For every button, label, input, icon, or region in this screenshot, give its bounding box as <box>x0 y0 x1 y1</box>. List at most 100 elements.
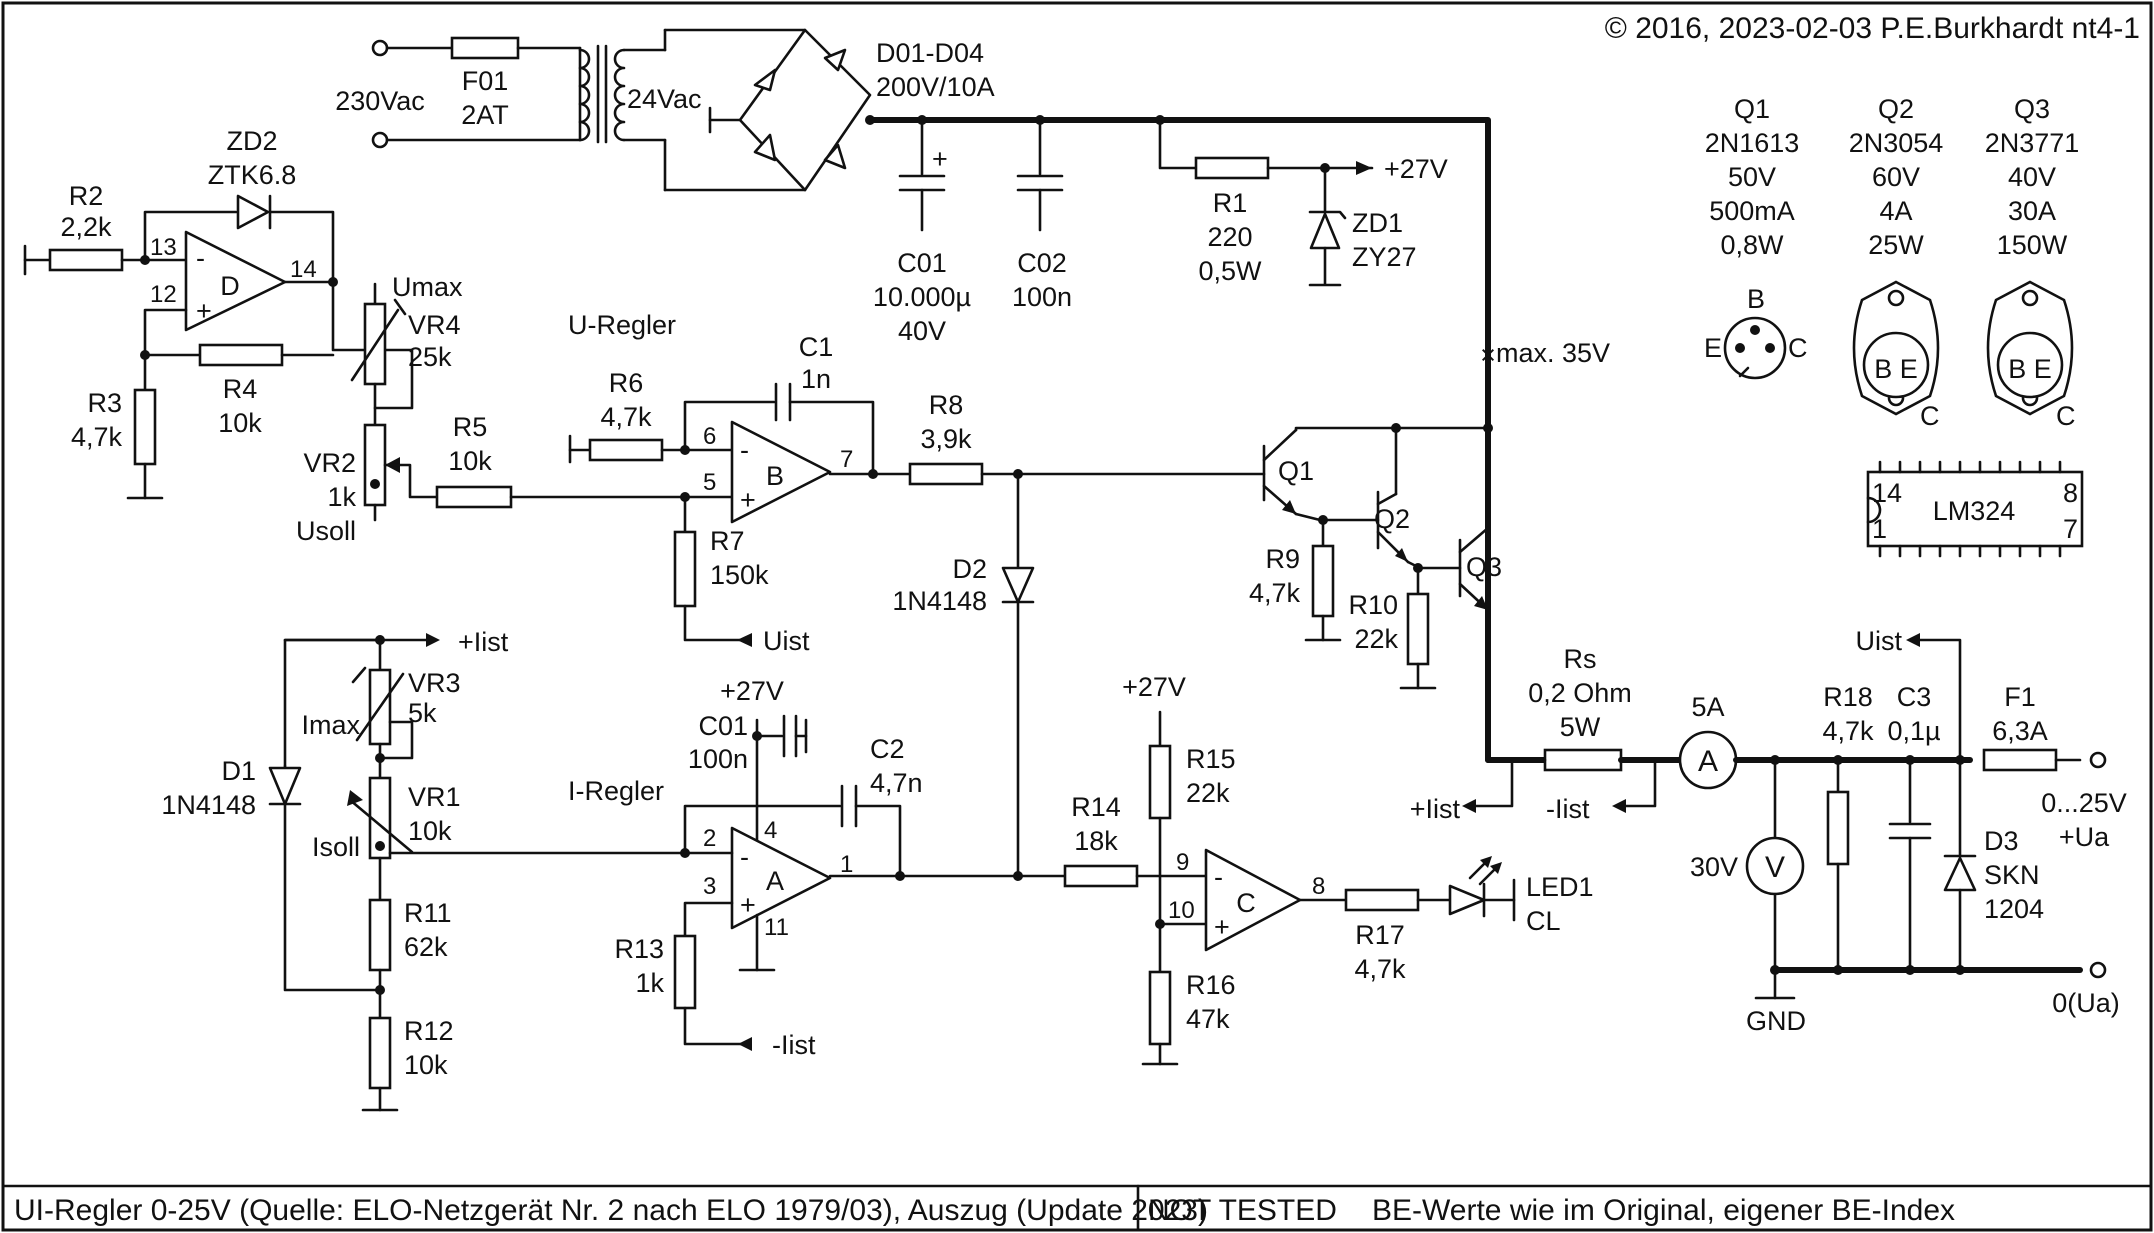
q3-symbol-label: Q3 <box>1466 552 1502 582</box>
d1-name: D1 <box>221 756 256 786</box>
i-regler-title: I-Regler <box>568 776 664 806</box>
ammeter-range: 5A <box>1691 692 1724 722</box>
ic-pin1: 1 <box>1872 514 1887 544</box>
c3-value: 0,1µ <box>1887 716 1940 746</box>
max-voltage-label: max. 35V <box>1496 338 1610 368</box>
r2-value: 2,2k <box>60 212 112 242</box>
r8-name: R8 <box>929 390 964 420</box>
q1-power: 0,8W <box>1720 230 1784 260</box>
svg-text:+: + <box>196 296 212 326</box>
opamp-d-section: -+ D 13 12 14 R2 2,2k ZD2 ZTK6.8 R3 4,7k… <box>23 126 463 546</box>
pin-e-label: E <box>1704 333 1722 363</box>
opamp-a <box>730 826 832 930</box>
r13-name: R13 <box>614 934 664 964</box>
f1-name: F1 <box>2004 682 2036 712</box>
r5-name: R5 <box>453 412 488 442</box>
ammeter-symbol: A <box>1698 745 1718 778</box>
capacitor-c01: + C01 10.000µ 40V <box>873 118 971 346</box>
d3-value2: 1204 <box>1984 894 2044 924</box>
svg-text:-: - <box>1214 862 1223 892</box>
resistor-r2 <box>48 248 124 272</box>
r1-name: R1 <box>1213 188 1248 218</box>
q2-power: 25W <box>1868 230 1924 260</box>
vr1-value: 10k <box>408 816 452 846</box>
ic-pin8: 8 <box>2063 478 2078 508</box>
pin-b-label: B <box>1747 284 1765 314</box>
zd2-value: ZTK6.8 <box>208 160 297 190</box>
c01-name: C01 <box>897 248 947 278</box>
r7-name: R7 <box>710 526 745 556</box>
output-zero-label: 0(Ua) <box>2052 988 2120 1018</box>
svg-text:+: + <box>740 485 756 515</box>
pin3: 3 <box>703 873 716 900</box>
rs-name: Rs <box>1564 644 1597 674</box>
resistor-r15 <box>1148 744 1172 820</box>
c1-value: 1n <box>801 364 831 394</box>
resistor-r4 <box>198 343 284 367</box>
pin11: 11 <box>764 914 789 941</box>
resistor-rs <box>1543 748 1623 772</box>
zd1-name: ZD1 <box>1352 208 1403 238</box>
output-range: 0...25V <box>2041 788 2127 818</box>
vr3-value: 5k <box>408 698 437 728</box>
pin12: 12 <box>150 281 177 308</box>
c3-name: C3 <box>1897 682 1932 712</box>
usoll-label: Usoll <box>296 516 356 546</box>
r18-value: 4,7k <box>1822 716 1874 746</box>
opamp-d <box>184 230 287 332</box>
q3-type: 2N3771 <box>1985 128 2080 158</box>
ic-pin7: 7 <box>2063 514 2078 544</box>
vr4-value: 25k <box>408 342 452 372</box>
vr2-value: 1k <box>327 482 356 512</box>
f01-value: 2AT <box>461 100 509 130</box>
resistor-r10 <box>1406 592 1430 666</box>
pinout-to3-q3: B E C <box>1986 280 2076 431</box>
d2-value: 1N4148 <box>892 586 987 616</box>
q1-current: 500mA <box>1709 196 1795 226</box>
secondary-label: 24Vac <box>627 84 702 114</box>
c01b-name: C01 <box>698 711 748 741</box>
vr2-name: VR2 <box>303 448 356 478</box>
transformer: 24Vac <box>578 28 807 192</box>
minus-iist-out: -Iist <box>1546 794 1590 824</box>
pin4: 4 <box>764 817 777 844</box>
copyright-text: © 2016, 2023-02-03 P.E.Burkhardt nt4-1 <box>1605 12 2140 45</box>
r18-name: R18 <box>1823 682 1873 712</box>
pin7: 7 <box>840 446 853 473</box>
fuse-f01 <box>450 36 520 60</box>
r15-value: 22k <box>1186 778 1230 808</box>
c02-name: C02 <box>1017 248 1067 278</box>
uist-sense-label: Uist <box>1856 626 1903 656</box>
q1-name: Q1 <box>1734 94 1770 124</box>
bridge-name: D01-D04 <box>876 38 984 68</box>
current-shunt-output: Rs 0,2 Ohm 5W +Iist -Iist A 5A V 30V R18… <box>1410 607 2127 1036</box>
q2-current: 4A <box>1879 196 1912 226</box>
r16-value: 47k <box>1186 1004 1230 1034</box>
output-transistors: Q1 R9 4,7k Q2 R10 22k Q3 <box>1249 423 1502 690</box>
r12-value: 10k <box>404 1050 448 1080</box>
r15-name: R15 <box>1186 744 1236 774</box>
resistor-r17 <box>1344 888 1420 912</box>
resistor-r14 <box>1063 864 1139 888</box>
bridge-rectifier: D01-D04 200V/10A <box>708 28 995 192</box>
output-zero-terminal <box>2089 961 2107 979</box>
q3-be-label: B E <box>2008 354 2052 384</box>
opamp-b-name: B <box>766 461 784 491</box>
r9-name: R9 <box>1265 544 1300 574</box>
plus-iist-in: +Iist <box>458 627 509 657</box>
minus-iist-in: -Iist <box>772 1030 816 1060</box>
lm324-package: LM324 14 1 8 7 <box>1866 460 2084 558</box>
q2-type: 2N3054 <box>1849 128 1944 158</box>
rail-label: +27V <box>1384 154 1448 184</box>
r14-value: 18k <box>1074 826 1118 856</box>
resistor-r7 <box>673 530 697 608</box>
zd1-value: ZY27 <box>1352 242 1417 272</box>
resistor-r8 <box>908 462 984 486</box>
mains-input: 230Vac F01 2AT <box>335 36 582 149</box>
led1 <box>1448 884 1486 916</box>
r17-value: 4,7k <box>1354 954 1406 984</box>
r4-name: R4 <box>223 374 258 404</box>
resistor-r5 <box>435 485 513 509</box>
svg-text:-: - <box>740 435 749 465</box>
